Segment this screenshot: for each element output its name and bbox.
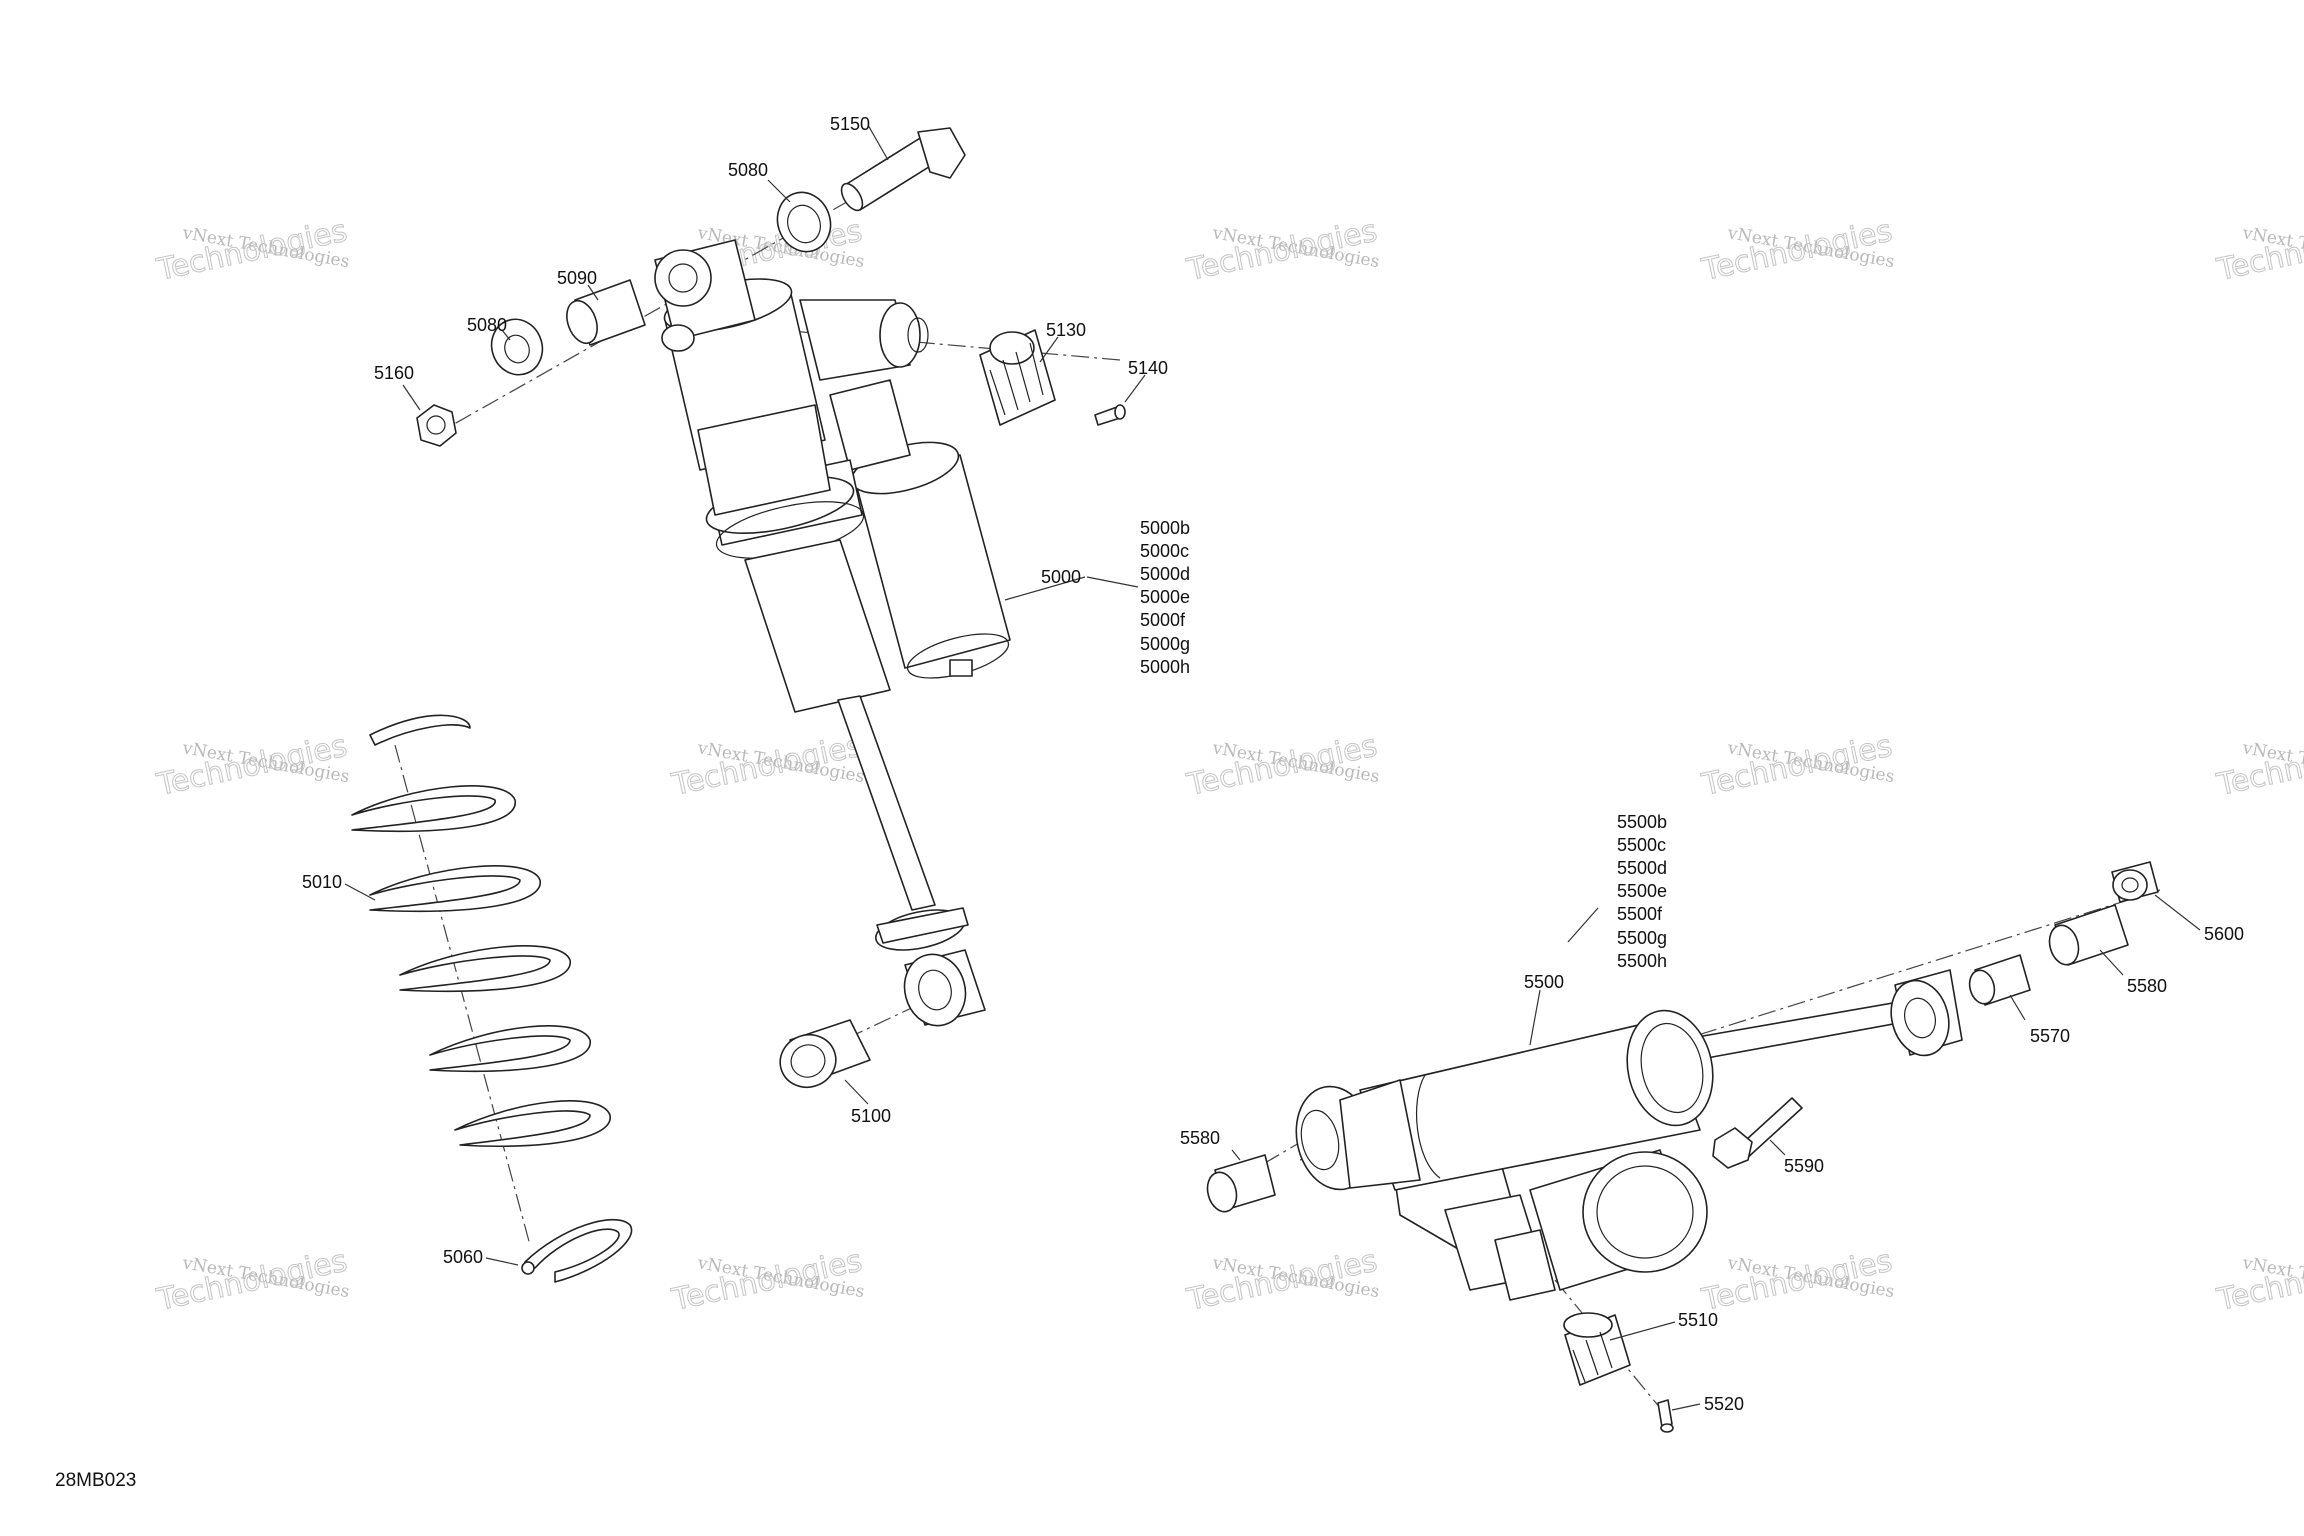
watermark-line2: Technologies [2213,214,2304,289]
callout-5000: 5000 [1041,567,1081,587]
callout-5140: 5140 [1128,358,1168,378]
bolt-5590 [1712,1097,1803,1169]
callout-5580-right: 5580 [2127,976,2167,996]
retaining-clip-5060 [521,1218,633,1283]
watermark-line2: Technologies [668,729,865,804]
variant-5500-item: 5500d [1617,858,1667,878]
callout-5580-left: 5580 [1180,1128,1220,1148]
watermark-line2: Technologies [668,1244,865,1319]
callout-5080-top: 5080 [728,160,768,180]
variant-5500-item: 5500f [1617,904,1663,924]
watermark-line2: Technologies [1183,214,1380,289]
callout-5160: 5160 [374,363,414,383]
variants-5000-list: 5000b 5000c 5000d 5000e 5000f 5000g 5000… [1140,518,1190,677]
callout-5130: 5130 [1046,320,1086,340]
variant-5000-item: 5000d [1140,564,1190,584]
spacer-5090 [566,279,646,346]
shock-absorber-5000 [654,239,1011,1027]
adjuster-knob-5510 [1563,1312,1631,1386]
adjuster-knob-5130 [979,329,1056,426]
variant-5500-item: 5500g [1617,928,1667,948]
callout-5600: 5600 [2204,924,2244,944]
leader-lines [344,124,2201,1411]
shock-absorber-5500 [1295,969,1963,1301]
bushing-5100 [779,1019,871,1089]
screw-5520 [1657,1399,1674,1433]
variant-5000-item: 5000f [1140,610,1186,630]
variant-5000-item: 5000b [1140,518,1190,538]
watermark-line2: Technologies [1698,1244,1895,1319]
callout-labels: 5150 5080 5090 5080 5160 5130 5140 5000 … [302,114,2244,1414]
callout-5010: 5010 [302,872,342,892]
variants-5500-list: 5500b 5500c 5500d 5500e 5500f 5500g 5500… [1617,812,1667,971]
callout-5090: 5090 [557,268,597,288]
watermark-line2: Technologies [1183,1244,1380,1319]
callout-5080-mid: 5080 [467,315,507,335]
callout-5060: 5060 [443,1247,483,1267]
callout-5520: 5520 [1704,1394,1744,1414]
variant-5500-item: 5500e [1617,881,1667,901]
variant-5000-item: 5000e [1140,587,1190,607]
watermark-line2: Technologies [2213,1244,2304,1319]
variant-5000-item: 5000c [1140,541,1189,561]
variant-5500-item: 5500c [1617,835,1666,855]
callout-5500: 5500 [1524,972,1564,992]
variant-5000-item: 5000g [1140,634,1190,654]
bolt-5150 [840,127,966,212]
coil-spring-5010 [351,714,611,1148]
drawing-code: 28MB023 [55,1470,136,1491]
variant-5000-item: 5000h [1140,657,1190,677]
callout-5100: 5100 [851,1106,891,1126]
bushing-5580-right [2048,904,2129,966]
assembly-axes [394,154,2161,1421]
watermark-line2: Technologies [153,729,350,804]
variant-5500-item: 5500h [1617,951,1667,971]
variant-5500-item: 5500b [1617,812,1667,832]
callout-5570: 5570 [2030,1026,2070,1046]
callout-5510: 5510 [1678,1310,1718,1330]
bushing-5600 [2111,861,2159,903]
screw-5140 [1094,404,1126,426]
watermark-line2: Technologies [1183,729,1380,804]
watermark-line2: Technologies [153,1244,350,1319]
watermark-line2: Technologies [1698,214,1895,289]
nut-5160 [416,404,457,447]
watermark-line2: Technologies [1698,729,1895,804]
watermark-line2: Technologies [2213,729,2304,804]
bushing-5580-left [1206,1154,1276,1213]
spacer-5570 [1968,954,2031,1006]
watermark-line2: Technologies [153,214,350,289]
callout-5150: 5150 [830,114,870,134]
bushing-5080-top [776,191,832,253]
callout-5590: 5590 [1784,1156,1824,1176]
